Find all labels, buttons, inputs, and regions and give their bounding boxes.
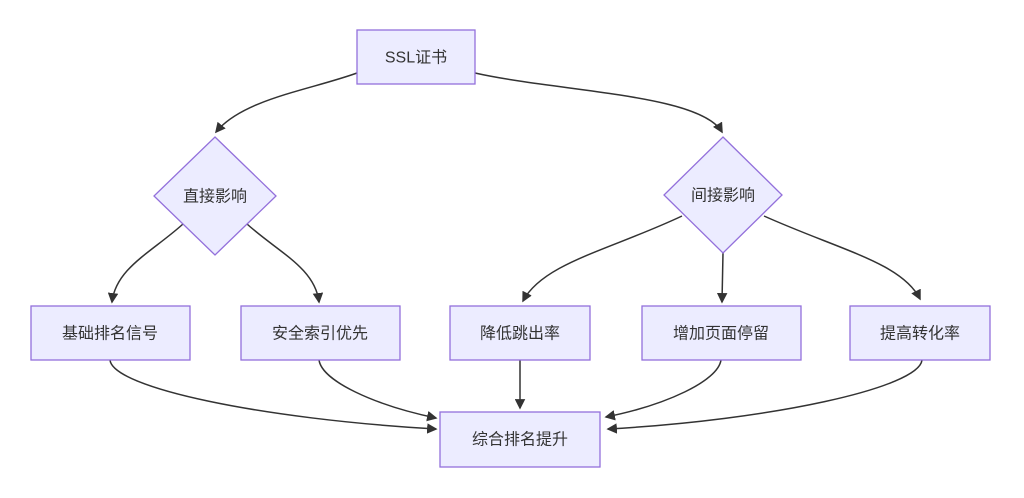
node-overall-rank-label: 综合排名提升 [472,431,568,449]
node-secure-index-label: 安全索引优先 [272,325,368,343]
edge-layer [107,72,923,434]
node-basic-signal-label: 基础排名信号 [62,325,158,343]
node-page-dwell-label: 增加页面停留 [673,325,769,343]
node-basic-signal-box [30,305,191,361]
edge-direct-to-secure-index [246,223,324,304]
node-indirect-label: 间接影响 [691,187,755,205]
node-indirect: 间接影响 [663,136,783,254]
node-lower-bounce: 降低跳出率 [449,305,591,361]
node-secure-index-box [240,305,401,361]
node-direct-diamond [153,136,277,256]
node-secure-index: 安全索引优先 [240,305,401,361]
node-overall-rank: 综合排名提升 [439,411,601,468]
node-direct: 直接影响 [153,136,277,256]
edge-page-dwell-to-overall [604,359,722,421]
edge-ssl-to-indirect [474,72,723,134]
edge-indirect-to-conversion [763,215,921,301]
node-ssl-box [356,29,476,85]
node-conversion-label: 提高转化率 [880,325,960,343]
edge-indirect-to-lower-bounce [522,215,683,303]
node-ssl-label: SSL证书 [385,49,447,67]
node-lower-bounce-label: 降低跳出率 [480,325,560,343]
node-page-dwell-box [641,305,802,361]
node-page-dwell: 增加页面停留 [641,305,802,361]
node-basic-signal: 基础排名信号 [30,305,191,361]
edge-ssl-to-direct [215,72,358,134]
node-lower-bounce-box [449,305,591,361]
edge-basic-signal-to-overall [109,359,438,434]
edge-direct-to-basic-signal [107,223,184,304]
node-direct-label: 直接影响 [183,188,247,206]
edge-secure-index-to-overall [318,359,438,422]
node-ssl: SSL证书 [356,29,476,85]
edge-conversion-to-overall [606,359,923,434]
node-indirect-diamond [663,136,783,254]
node-conversion: 提高转化率 [849,305,991,361]
edge-indirect-to-page-dwell [716,252,728,304]
node-overall-rank-box [439,411,601,468]
node-conversion-box [849,305,991,361]
